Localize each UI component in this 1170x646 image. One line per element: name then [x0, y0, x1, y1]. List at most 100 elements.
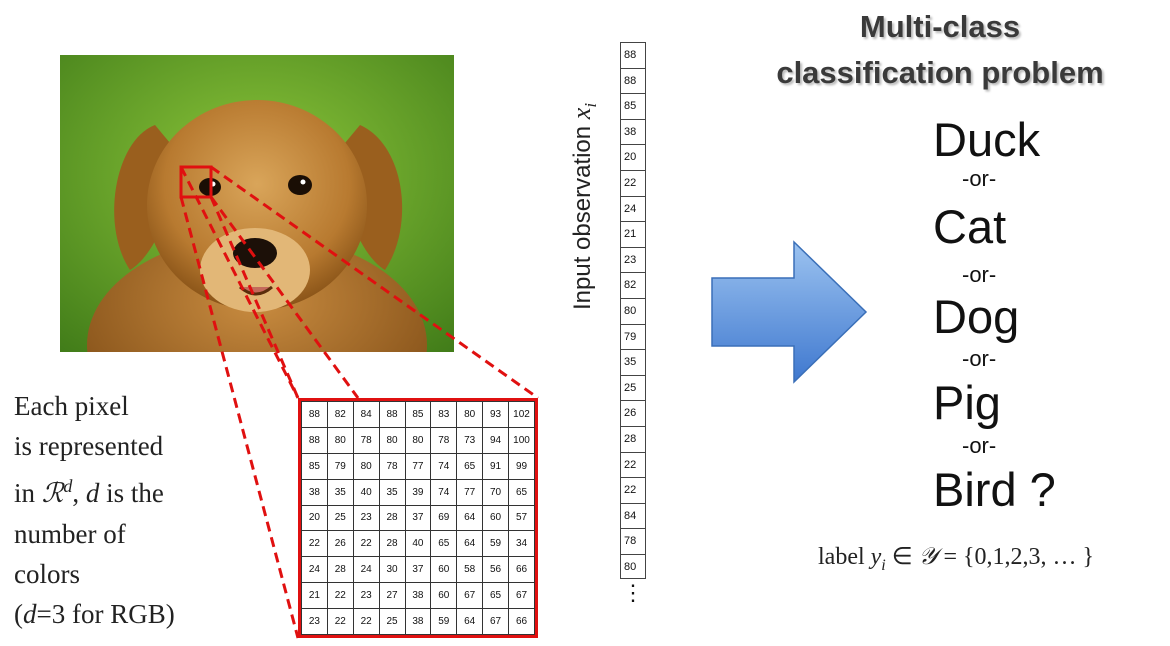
pixel-cell: 80	[378, 426, 406, 454]
pixel-cell: 22	[326, 608, 354, 635]
pixel-cell: 74	[430, 478, 458, 506]
pixel-cell: 37	[404, 504, 432, 532]
pixel-cell: 58	[456, 556, 484, 584]
pixel-cell: 83	[430, 401, 458, 428]
label-y: y	[870, 544, 882, 570]
pixel-cell: 73	[456, 426, 484, 454]
pixel-cell: 80	[352, 452, 380, 480]
or-separator-2: -or-	[962, 262, 997, 287]
pixel-cell: 80	[326, 426, 354, 454]
pixel-cell: 23	[352, 582, 380, 609]
pixel-cell: 77	[456, 478, 484, 506]
pixel-cell: 82	[326, 401, 354, 428]
desc-line3-comma: ,	[72, 478, 86, 508]
pixel-cell: 20	[301, 504, 328, 532]
pixel-description: Each pixel is represented in ℛd, d is th…	[14, 386, 254, 634]
pixel-cell: 25	[326, 504, 354, 532]
vector-cell: 35	[620, 349, 646, 375]
pixel-cell: 23	[301, 608, 328, 635]
right-arrow-icon	[711, 240, 868, 384]
diagram-title: Multi-class classification problem	[690, 4, 1170, 96]
pixel-cell: 65	[482, 582, 509, 609]
vector-cell: 26	[620, 400, 646, 426]
pixel-cell: 80	[456, 401, 484, 428]
vector-cell: 28	[620, 425, 646, 452]
pixel-cell: 93	[482, 401, 509, 428]
pixel-cell: 38	[301, 478, 328, 506]
vector-cell: 38	[620, 118, 646, 145]
class-bird: Bird ?	[933, 463, 1056, 516]
pixel-cell: 84	[352, 401, 380, 428]
pixel-cell: 85	[404, 401, 432, 428]
desc-line6-rest: =3 for RGB)	[36, 599, 175, 629]
vector-cell: 24	[620, 195, 646, 222]
pixel-cell: 78	[352, 426, 380, 454]
vector-cell: 88	[620, 67, 646, 94]
desc-line-6: (d=3 for RGB)	[14, 594, 254, 634]
pixel-cell: 23	[352, 504, 380, 532]
pixel-cell: 65	[508, 478, 535, 506]
class-dog: Dog	[933, 290, 1020, 343]
pixel-cell: 56	[482, 556, 509, 584]
pixel-cell: 35	[326, 478, 354, 506]
or-separator-4: -or-	[962, 433, 997, 458]
pixel-cell: 85	[301, 452, 328, 480]
desc-line-4: number of	[14, 519, 126, 549]
desc-line-1: Each pixel	[14, 391, 129, 421]
pixel-cell: 59	[482, 530, 509, 558]
label-formula: label yi ∈ 𝒴 = {0,1,2,3, … }	[818, 542, 1094, 575]
vector-cell: 21	[620, 221, 646, 247]
class-duck: Duck	[933, 113, 1041, 166]
vector-cell: 23	[620, 246, 646, 273]
pixel-cell: 24	[301, 556, 328, 584]
pixel-cell: 25	[378, 608, 406, 635]
pixel-cell: 67	[456, 582, 484, 609]
pixel-cell: 38	[404, 608, 432, 635]
pixel-cell: 30	[378, 556, 406, 584]
puppy-photo	[60, 55, 454, 352]
label-subscript: i	[881, 556, 886, 574]
class-cat: Cat	[933, 200, 1007, 253]
desc-line6-var: d	[23, 599, 37, 629]
pixel-cell: 64	[456, 530, 484, 558]
vector-cell: 84	[620, 502, 646, 529]
vector-cell: 80	[620, 553, 646, 580]
pixel-cell: 34	[508, 530, 535, 558]
pixel-cell: 88	[301, 401, 328, 428]
pixel-cell: 22	[352, 608, 380, 635]
pixel-cell: 28	[378, 530, 406, 558]
dimension-variable: d	[85, 478, 100, 508]
pixel-cell: 35	[378, 478, 406, 506]
pixel-cell: 74	[430, 452, 458, 480]
vector-cell: 25	[620, 374, 646, 401]
label-prefix: label	[818, 544, 871, 570]
input-label-text: Input observation	[569, 119, 596, 310]
or-separator-3: -or-	[962, 346, 997, 371]
pixel-cell: 37	[404, 556, 432, 584]
input-observation-label: Input observation xi	[567, 103, 601, 310]
pixel-cell: 67	[482, 608, 509, 635]
pixel-cell: 26	[326, 530, 354, 558]
vector-cell: 22	[620, 451, 646, 478]
pixel-cell: 99	[508, 452, 535, 480]
pixel-cell: 60	[430, 582, 458, 609]
vector-cell: 22	[620, 169, 646, 196]
desc-line-3: in ℛd, d is the	[14, 466, 254, 514]
pixel-cell: 88	[301, 426, 328, 454]
pixel-cell: 60	[430, 556, 458, 584]
pixel-cell: 21	[301, 582, 328, 609]
pixel-cell: 88	[378, 401, 406, 428]
vector-cell: 80	[620, 297, 646, 324]
pixel-cell: 59	[430, 608, 458, 635]
pixel-cell: 27	[378, 582, 406, 609]
pixel-cell: 65	[430, 530, 458, 558]
pixel-cell: 77	[404, 452, 432, 480]
pixel-cell: 57	[508, 504, 535, 532]
